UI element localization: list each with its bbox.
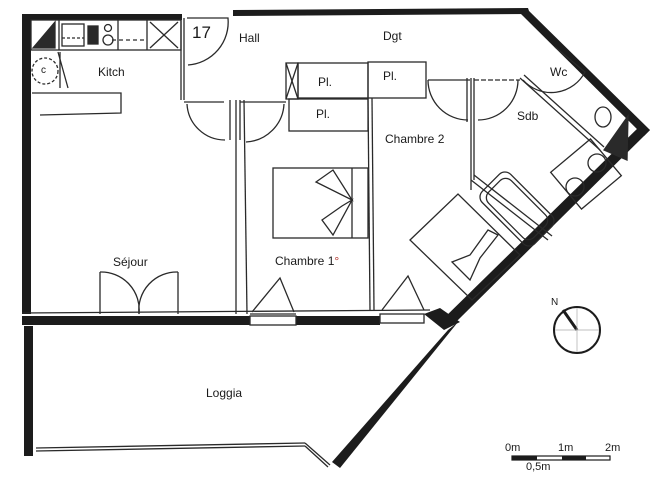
room-label-closet-2: Pl. [383, 69, 398, 83]
unit-number: 17 [192, 23, 211, 42]
room-label-loggia: Loggia [206, 386, 243, 400]
scale-label-half: 0,5m [526, 461, 551, 473]
room-label-dgt: Dgt [383, 29, 402, 43]
room-label-hall: Hall [239, 31, 260, 45]
scale-label-0m: 0m [505, 442, 521, 454]
room-label-bathroom: Sdb [517, 109, 539, 123]
room-label-living: Séjour [113, 255, 148, 269]
bedroom-1-mark: ° [334, 254, 340, 268]
room-label-wc: Wc [550, 65, 568, 79]
scale-label-2m: 2m [605, 442, 621, 454]
boiler-label: c [41, 65, 46, 76]
compass [553, 306, 601, 354]
room-label-kitchen: Kitch [98, 65, 125, 79]
room-label-closet-3: Pl. [316, 107, 331, 121]
scale-label-1m: 1m [558, 442, 574, 454]
interior-lines [21, 17, 629, 468]
bedroom-1-text: Chambre 1 [275, 254, 335, 268]
room-label-closet-1: Pl. [318, 75, 333, 89]
room-label-bedroom-2: Chambre 2 [385, 132, 445, 146]
scale-bar [511, 455, 611, 461]
compass-north-label: N [551, 297, 559, 308]
room-label-bedroom-1: Chambre 1° [275, 255, 339, 267]
